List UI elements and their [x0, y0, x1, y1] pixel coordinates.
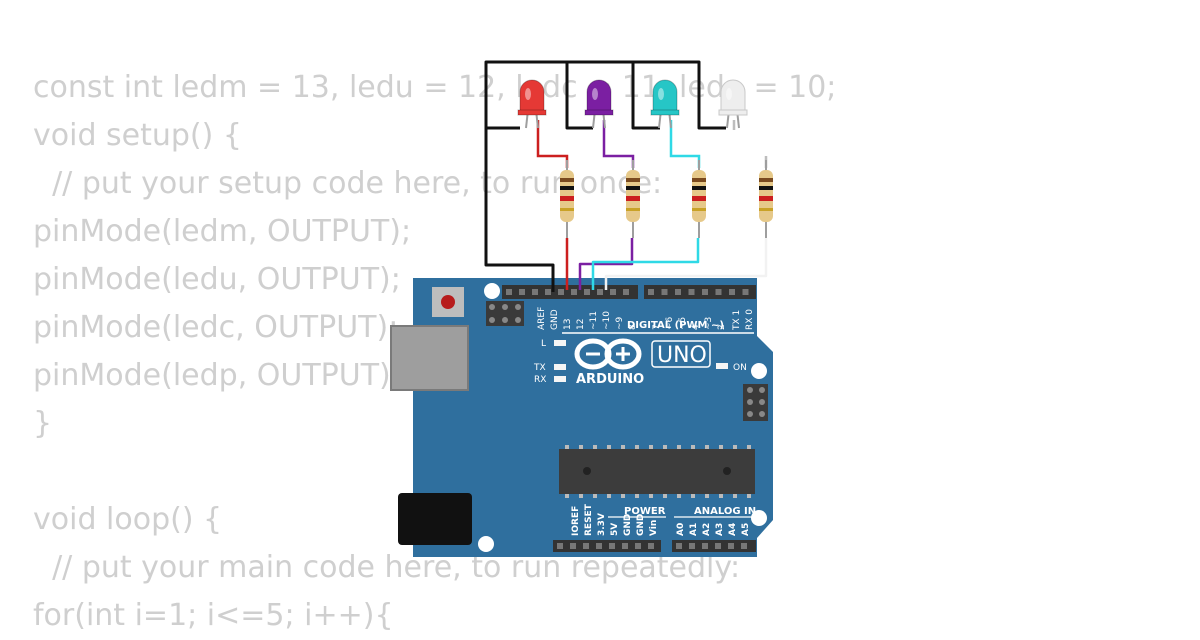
- microcontroller-chip: [559, 449, 755, 494]
- code-line: for(int i=1; i<=5; i++){: [33, 598, 394, 633]
- chip-legs: [565, 445, 751, 498]
- power-pin-label: Vin: [649, 520, 659, 536]
- power-led: [716, 363, 728, 369]
- power-pin-label: 5V: [610, 523, 620, 536]
- l-led: [554, 340, 566, 346]
- tx-led: [554, 364, 566, 370]
- tx-led-label: TX: [533, 363, 546, 373]
- resistor[interactable]: [560, 160, 574, 238]
- led-white[interactable]: [718, 79, 748, 129]
- signal-wires: [565, 238, 768, 290]
- code-line: pinMode(ledc, OUTPUT);: [33, 310, 399, 345]
- analog-pin-label: A1: [689, 523, 699, 536]
- digital-pin-label: ~3: [704, 317, 714, 330]
- code-line: void setup() {: [33, 118, 242, 153]
- digital-pin-label: ~9: [615, 316, 625, 330]
- led-cyan[interactable]: [650, 79, 680, 129]
- power-jack: [398, 493, 472, 545]
- digital-header: [644, 285, 756, 299]
- led-red[interactable]: [517, 79, 547, 129]
- mounting-hole: [751, 363, 767, 379]
- board-name-box: [651, 340, 711, 368]
- digital-pin-label: 4: [691, 324, 701, 330]
- code-line: pinMode(ledp, OUTPUT);: [33, 358, 401, 393]
- code-line: }: [33, 406, 53, 441]
- analog-label: ANALOG IN: [694, 506, 756, 517]
- icsp-header-right: [743, 384, 768, 421]
- icsp-header: [486, 301, 524, 326]
- code-line: pinMode(ledu, OUTPUT);: [33, 262, 401, 297]
- digital-pin-label: 2: [717, 324, 727, 330]
- board-brand: ARDUINO: [576, 372, 644, 387]
- power-led-label: ON: [733, 363, 747, 373]
- mounting-hole: [484, 283, 500, 299]
- power-header: [553, 540, 661, 552]
- wire-pin11-cyan[interactable]: [591, 238, 700, 290]
- analog-pin-label: A2: [702, 523, 712, 536]
- led-group: [517, 79, 748, 129]
- power-pin-label: RESET: [584, 503, 594, 536]
- code-line: pinMode(ledm, OUTPUT);: [33, 214, 412, 249]
- power-pin-label: GND: [623, 514, 633, 536]
- analog-pin-label: A3: [715, 523, 725, 536]
- chip-notch: [583, 467, 591, 475]
- l-led-label: L: [541, 339, 546, 349]
- gnd-wire[interactable]: [484, 60, 726, 292]
- code-editor-text: const int ledm = 13, ledu = 12, ledc = 1…: [33, 64, 836, 640]
- digital-pin-label: ~11: [589, 311, 599, 330]
- power-label: POWER: [624, 506, 666, 517]
- rx-led: [554, 376, 566, 382]
- reset-button-cap[interactable]: [441, 295, 455, 309]
- code-line: void loop() {: [33, 502, 223, 537]
- board-name: UNO: [657, 343, 707, 368]
- power-pin-label: 3.3V: [597, 513, 607, 536]
- digital-pin-label: 8: [628, 324, 638, 330]
- wire-pin12-purple[interactable]: [578, 238, 634, 290]
- mounting-hole: [478, 536, 494, 552]
- code-line: // put your setup code here, to run once…: [33, 166, 663, 201]
- digital-pin-label: ~6: [665, 316, 675, 330]
- analog-pin-label: A5: [741, 523, 751, 536]
- digital-header: [502, 285, 638, 299]
- bottom-header-pins: [557, 543, 747, 549]
- digital-pin-label: GND: [550, 309, 560, 330]
- digital-pin-label: ~10: [602, 311, 612, 330]
- power-pin-label: GND: [636, 514, 646, 536]
- resistor-group: [560, 160, 773, 238]
- analog-pin-label: A4: [728, 523, 738, 536]
- power-pin-label: IOREF: [571, 506, 581, 536]
- led-purple[interactable]: [584, 79, 614, 129]
- digital-pin-label: 7: [652, 324, 662, 330]
- digital-pin-label: TX 1: [732, 310, 742, 331]
- digital-pin-label: 12: [576, 319, 586, 330]
- digital-pin-label: ~5: [678, 317, 688, 330]
- digital-label: DIGITAL (PWM ~): [627, 320, 724, 331]
- chip-notch: [723, 467, 731, 475]
- rx-led-label: RX: [534, 375, 546, 385]
- resistor[interactable]: [692, 160, 706, 238]
- digital-header-pins: [506, 289, 749, 295]
- arduino-logo-icon: [574, 338, 642, 370]
- usb-connector: [390, 325, 469, 391]
- resistor[interactable]: [759, 160, 773, 238]
- resistor[interactable]: [626, 160, 640, 238]
- digital-pin-label: 13: [563, 319, 573, 330]
- digital-pin-label: AREF: [537, 307, 547, 330]
- wire-pin10-white[interactable]: [604, 238, 768, 290]
- digital-pin-label: RX 0: [745, 309, 755, 330]
- mounting-hole: [751, 510, 767, 526]
- analog-pin-label: A0: [676, 523, 686, 536]
